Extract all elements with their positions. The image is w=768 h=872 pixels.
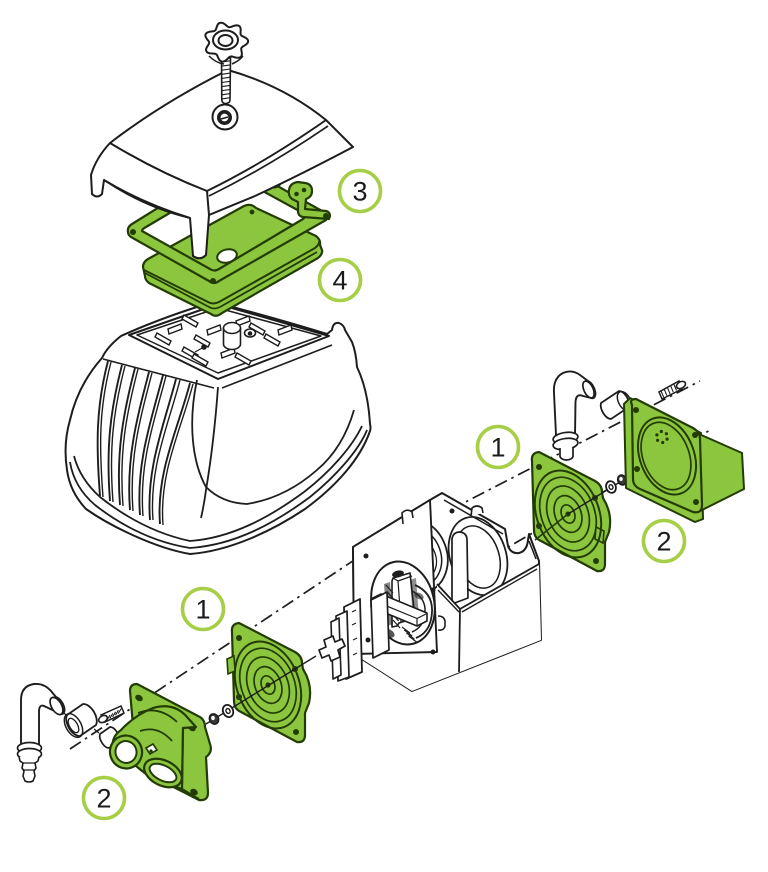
svg-text:3: 3 bbox=[352, 177, 367, 207]
svg-text:1: 1 bbox=[490, 433, 505, 463]
svg-text:4: 4 bbox=[332, 266, 347, 296]
svg-text:2: 2 bbox=[96, 784, 111, 814]
svg-text:1: 1 bbox=[195, 595, 210, 625]
svg-text:2: 2 bbox=[656, 527, 671, 557]
